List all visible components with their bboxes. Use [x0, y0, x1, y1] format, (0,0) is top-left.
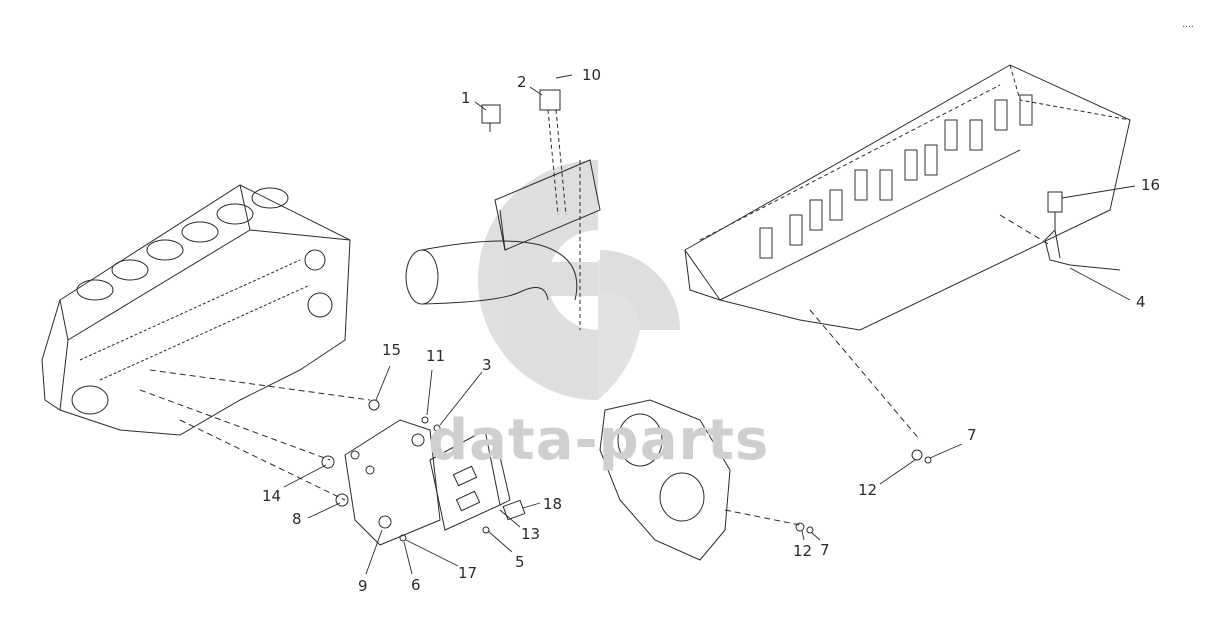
cylinder-head [684, 64, 1131, 441]
bolt-5 [482, 526, 490, 534]
gp-logo-icon [478, 160, 680, 400]
intake-pipe [405, 159, 601, 330]
callout-18: 18 [543, 495, 563, 513]
fitting-14 [321, 455, 335, 469]
fitting-12b [795, 522, 805, 532]
fitting-7b [806, 526, 814, 534]
watermark-text: data-parts [428, 408, 770, 473]
callout-8: 8 [292, 510, 302, 528]
washer-8 [335, 493, 349, 507]
callout-5: 5 [515, 553, 525, 571]
callout-7-upper: 7 [967, 426, 977, 444]
callout-15: 15 [382, 341, 402, 359]
callout-10: 10 [582, 66, 602, 84]
label-plate-18 [502, 499, 526, 521]
callout-3: 3 [482, 356, 492, 374]
callout-9: 9 [358, 577, 368, 595]
callout-13: 13 [521, 525, 541, 543]
callout-1: 1 [461, 89, 471, 107]
bolt-3 [433, 424, 441, 432]
fitting-15 [368, 399, 380, 411]
timing-cover [599, 399, 801, 561]
leader-lines [283, 86, 1136, 575]
fitting-7a [924, 456, 932, 464]
bolt-6 [399, 534, 407, 542]
corner-mark: ‥‥ [1182, 20, 1195, 30]
ecu-bracket [344, 419, 441, 546]
sensor-1 [481, 104, 501, 132]
callout-6: 6 [411, 576, 421, 594]
sensor-16-harness [1044, 191, 1121, 271]
callout-11: 11 [426, 347, 446, 365]
engine-block [41, 184, 351, 436]
sensor-2 [539, 89, 567, 216]
line-art [41, 64, 1136, 575]
callout-7-lower: 7 [820, 541, 830, 559]
callout-12-upper: 12 [858, 481, 878, 499]
ecu-module [429, 429, 511, 531]
bolt-11 [421, 416, 429, 424]
fitting-12a [911, 449, 923, 461]
callout-12-lower: 12 [793, 542, 813, 560]
callout-2: 2 [517, 73, 527, 91]
callout-4: 4 [1136, 293, 1146, 311]
callout-16: 16 [1141, 176, 1161, 194]
callout-17: 17 [458, 564, 478, 582]
callout-14: 14 [262, 487, 282, 505]
